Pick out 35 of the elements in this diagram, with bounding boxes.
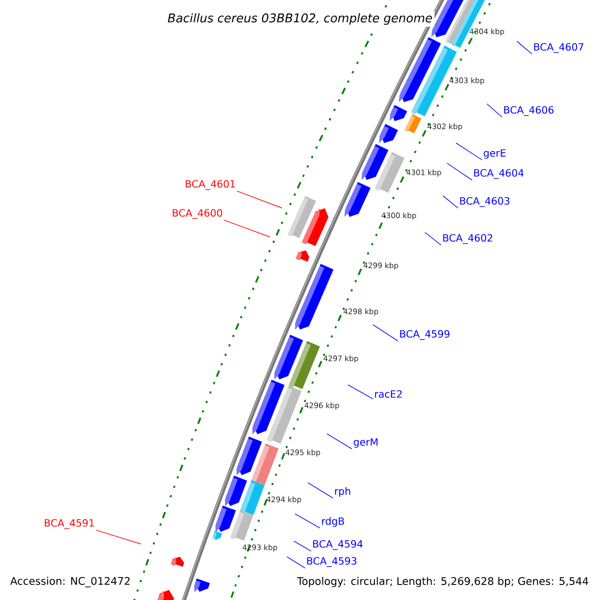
leader-line xyxy=(294,540,312,552)
leader-line xyxy=(286,556,306,568)
leader-line xyxy=(348,384,374,400)
leader-line xyxy=(442,195,458,208)
footer-text: Topology: circular; Length: 5,269,628 bp; Genes: 5,544 xyxy=(297,576,588,588)
leader-line xyxy=(224,220,270,238)
title: Bacillus cereus 03BB102, complete genome xyxy=(166,11,434,27)
gene-label: rdgB xyxy=(322,517,344,527)
gene-label: BCA_4606 xyxy=(504,106,554,116)
leader-line xyxy=(236,190,282,208)
gene-label: BCA_4591 xyxy=(44,519,94,529)
footer-text: Accession: NC_012472 xyxy=(10,576,130,588)
gene-label: BCA_4599 xyxy=(400,330,450,340)
gene-label: BCA_4602 xyxy=(443,234,492,244)
gene-label: BCA_4603 xyxy=(460,197,510,207)
gene-label: rph xyxy=(335,487,350,497)
leader-line xyxy=(486,104,502,118)
leader-line xyxy=(96,530,142,544)
gene-label: BCA_4607 xyxy=(534,43,584,53)
leader-line xyxy=(372,324,398,342)
leader-line xyxy=(516,40,532,54)
gene-label: BCA_4593 xyxy=(307,557,356,567)
leader-line xyxy=(308,482,334,498)
gene-label: BCA_4601 xyxy=(186,180,235,190)
leader-line xyxy=(326,433,352,450)
leader-line xyxy=(424,232,442,246)
leader-line xyxy=(446,162,472,180)
leader-line xyxy=(456,142,482,160)
gene-label: BCA_4600 xyxy=(172,209,222,219)
gene-label: racE2 xyxy=(375,390,402,398)
gene-label: BCA_4594 xyxy=(313,540,363,550)
gene-label: gerM xyxy=(354,438,378,448)
gene-label: BCA_4604 xyxy=(474,169,524,179)
leader-line xyxy=(294,513,320,528)
gene-label: gerE xyxy=(484,149,506,159)
